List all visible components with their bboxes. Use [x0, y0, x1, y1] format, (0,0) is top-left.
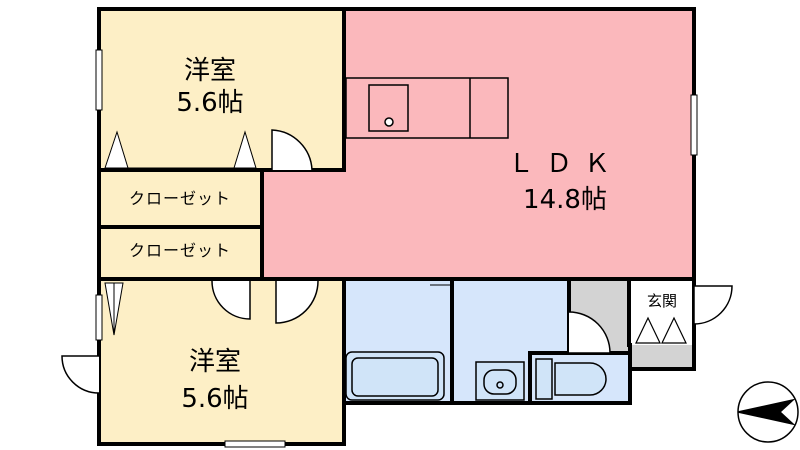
western-room-top-name: 洋室 — [183, 56, 236, 86]
shoe-box-icon — [635, 316, 687, 344]
entrance-fill — [629, 281, 694, 345]
western-room-bottom-size: 5.6帖 — [181, 384, 249, 414]
ldk-name: ＬＤＫ — [507, 149, 622, 179]
kitchen-counter-icon — [345, 77, 509, 139]
western-room-bottom-name: 洋室 — [188, 347, 241, 377]
north-arrow-icon — [737, 381, 799, 443]
bathtub-icon — [345, 351, 445, 401]
closet-2-label: クローゼット — [128, 241, 231, 260]
closet-doors-bottom — [104, 282, 124, 336]
ldk-size: 14.8帖 — [523, 185, 607, 215]
swing-doors — [61, 129, 733, 394]
ldk-fill — [344, 9, 694, 279]
washbasin-icon — [475, 361, 525, 401]
windows — [95, 49, 698, 448]
toilet-icon — [535, 358, 607, 400]
ldk-fill-lower — [262, 170, 344, 279]
entrance-label: 玄関 — [646, 292, 677, 310]
closet-1-fill — [99, 172, 262, 226]
western-top-fill — [99, 9, 344, 170]
closet-doors-top — [104, 130, 257, 169]
closet-2-fill — [99, 229, 262, 279]
entrance-step-fill — [629, 345, 694, 369]
western-room-top-size: 5.6帖 — [176, 88, 244, 118]
closet-1-label: クローゼット — [128, 189, 231, 208]
